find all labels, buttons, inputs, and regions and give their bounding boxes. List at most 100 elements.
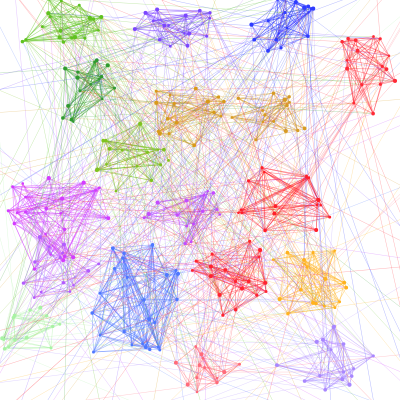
edge [96, 59, 115, 89]
edge [79, 4, 86, 39]
edge [346, 38, 349, 69]
graph-node [11, 185, 15, 189]
edge [220, 115, 354, 369]
edge [3, 98, 103, 340]
edge [306, 106, 400, 268]
edge [248, 180, 322, 206]
graph-node [154, 89, 158, 93]
edge [22, 16, 51, 42]
edge [316, 326, 334, 343]
edge [122, 257, 177, 271]
edge [184, 223, 194, 244]
edge [101, 16, 400, 342]
edge [46, 0, 286, 317]
edge [46, 0, 361, 317]
graph-node [240, 211, 244, 215]
edge [74, 36, 263, 168]
edge [164, 25, 207, 37]
edge [219, 0, 287, 296]
edge [30, 259, 274, 400]
edge [71, 37, 157, 92]
edge [122, 257, 225, 373]
edge [94, 61, 307, 178]
edge [114, 268, 143, 345]
edge [79, 4, 107, 141]
edge [46, 96, 219, 317]
edge [83, 182, 109, 219]
edge [25, 196, 74, 258]
edge [98, 8, 312, 265]
graph-node [311, 251, 315, 254]
edge [347, 0, 382, 39]
edge [263, 171, 319, 200]
edge [202, 211, 206, 400]
edge [16, 212, 109, 219]
edge [276, 343, 344, 366]
edge [25, 211, 71, 292]
edge [61, 139, 257, 400]
edge [264, 216, 331, 231]
edge [50, 254, 322, 400]
edge [195, 346, 204, 359]
edge [240, 209, 275, 214]
edge [379, 38, 390, 57]
edge [1, 38, 86, 339]
edge [63, 41, 243, 214]
edge [303, 250, 336, 261]
edge [319, 38, 349, 377]
edge [91, 276, 128, 314]
edge [14, 223, 343, 380]
edge [99, 293, 332, 350]
edge [131, 344, 188, 385]
edge [241, 180, 249, 214]
graph-node [62, 242, 66, 247]
edge [46, 315, 177, 363]
edge [187, 27, 400, 385]
edge [101, 76, 400, 308]
edge [173, 20, 269, 104]
graph-node [62, 227, 67, 232]
edge [134, 12, 146, 30]
edge [272, 259, 340, 303]
edge [79, 15, 186, 92]
edge [346, 59, 374, 114]
edge [69, 270, 89, 292]
edge [175, 259, 305, 363]
graph-node [203, 193, 206, 196]
graph-node [149, 178, 154, 183]
edge [262, 92, 274, 111]
graph-node [306, 34, 310, 38]
edge [341, 39, 357, 43]
edge [50, 27, 288, 349]
edge [77, 77, 100, 80]
edge [210, 240, 250, 267]
graph-node [272, 119, 276, 123]
edge [108, 217, 198, 379]
edge [175, 362, 198, 393]
edge [77, 77, 335, 327]
edge [0, 115, 222, 169]
edge [39, 236, 317, 343]
edge [248, 180, 276, 207]
edge [160, 164, 266, 284]
edge [63, 41, 363, 86]
graph-node [222, 370, 227, 375]
edge [376, 0, 381, 40]
edge [300, 282, 345, 291]
graph-node [212, 110, 216, 115]
graph-node [20, 39, 25, 44]
graph-node [222, 99, 226, 104]
edge [99, 123, 141, 336]
edge [238, 98, 290, 103]
edge [254, 7, 305, 41]
graph-node [323, 276, 328, 281]
edge [195, 346, 225, 373]
graph-node [211, 191, 216, 195]
graph-node [61, 40, 66, 44]
graph-node [173, 360, 178, 365]
edge [176, 275, 212, 300]
edge [204, 367, 225, 373]
edge [72, 187, 100, 258]
graph-node [121, 256, 125, 260]
edge [166, 274, 198, 393]
